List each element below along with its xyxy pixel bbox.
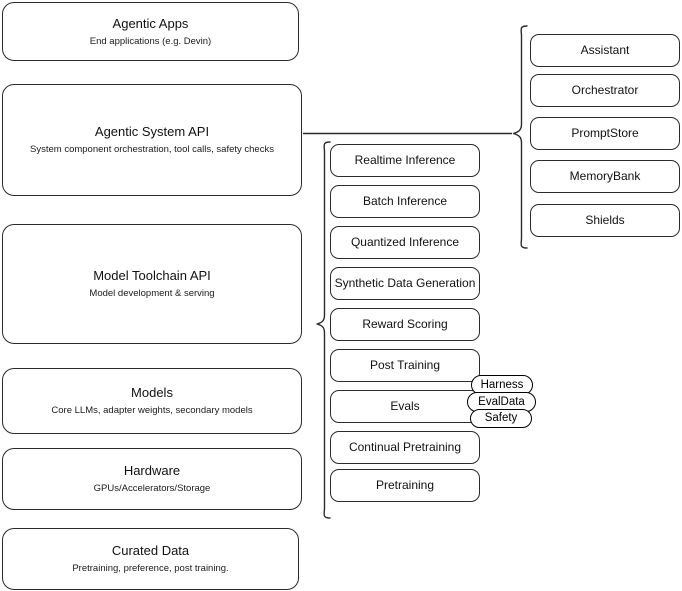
evals-pill-safety[interactable]: Safety	[470, 409, 532, 428]
capability-reward-scoring[interactable]: Reward Scoring	[330, 308, 480, 341]
component-shields[interactable]: Shields	[530, 204, 680, 237]
layer-curated-data[interactable]: Curated Data Pretraining, preference, po…	[2, 528, 299, 590]
layer-subtitle: Core LLMs, adapter weights, secondary mo…	[51, 405, 253, 416]
toolchain-brace	[316, 141, 331, 519]
layer-subtitle: End applications (e.g. Devin)	[89, 35, 212, 47]
layer-agentic-system-api[interactable]: Agentic System API System component orch…	[2, 84, 302, 196]
layer-title: Hardware	[123, 463, 181, 478]
layer-subtitle: System component orchestration, tool cal…	[30, 144, 274, 155]
layer-agentic-apps[interactable]: Agentic Apps End applications (e.g. Devi…	[2, 2, 299, 61]
capability-evals[interactable]: Evals	[330, 390, 480, 423]
capability-post-training[interactable]: Post Training	[330, 349, 480, 382]
capability-realtime-inference[interactable]: Realtime Inference	[330, 144, 480, 177]
layer-title: Agentic Apps	[112, 15, 189, 31]
component-memorybank[interactable]: MemoryBank	[530, 160, 680, 193]
component-promptstore[interactable]: PromptStore	[530, 117, 680, 150]
layer-title: Models	[131, 385, 173, 400]
layer-subtitle: Model development & serving	[89, 288, 215, 299]
layer-title: Model Toolchain API	[93, 268, 211, 283]
layer-hardware[interactable]: Hardware GPUs/Accelerators/Storage	[2, 448, 302, 510]
layer-title: Agentic System API	[94, 124, 210, 139]
layer-subtitle: Pretraining, preference, post training.	[72, 563, 229, 574]
capability-pretraining[interactable]: Pretraining	[330, 469, 480, 502]
layer-title: Curated Data	[111, 543, 190, 558]
capability-quantized-inference[interactable]: Quantized Inference	[330, 226, 480, 259]
capability-batch-inference[interactable]: Batch Inference	[330, 185, 480, 218]
layer-models[interactable]: Models Core LLMs, adapter weights, secon…	[2, 368, 302, 434]
component-orchestrator[interactable]: Orchestrator	[530, 74, 680, 107]
layer-subtitle: GPUs/Accelerators/Storage	[93, 483, 211, 494]
component-assistant[interactable]: Assistant	[530, 34, 680, 67]
capability-continual-pretraining[interactable]: Continual Pretraining	[330, 431, 480, 464]
layer-model-toolchain-api[interactable]: Model Toolchain API Model development & …	[2, 224, 302, 344]
system-components-brace	[512, 25, 528, 249]
capability-synthetic-data-generation[interactable]: Synthetic Data Generation	[330, 267, 480, 300]
